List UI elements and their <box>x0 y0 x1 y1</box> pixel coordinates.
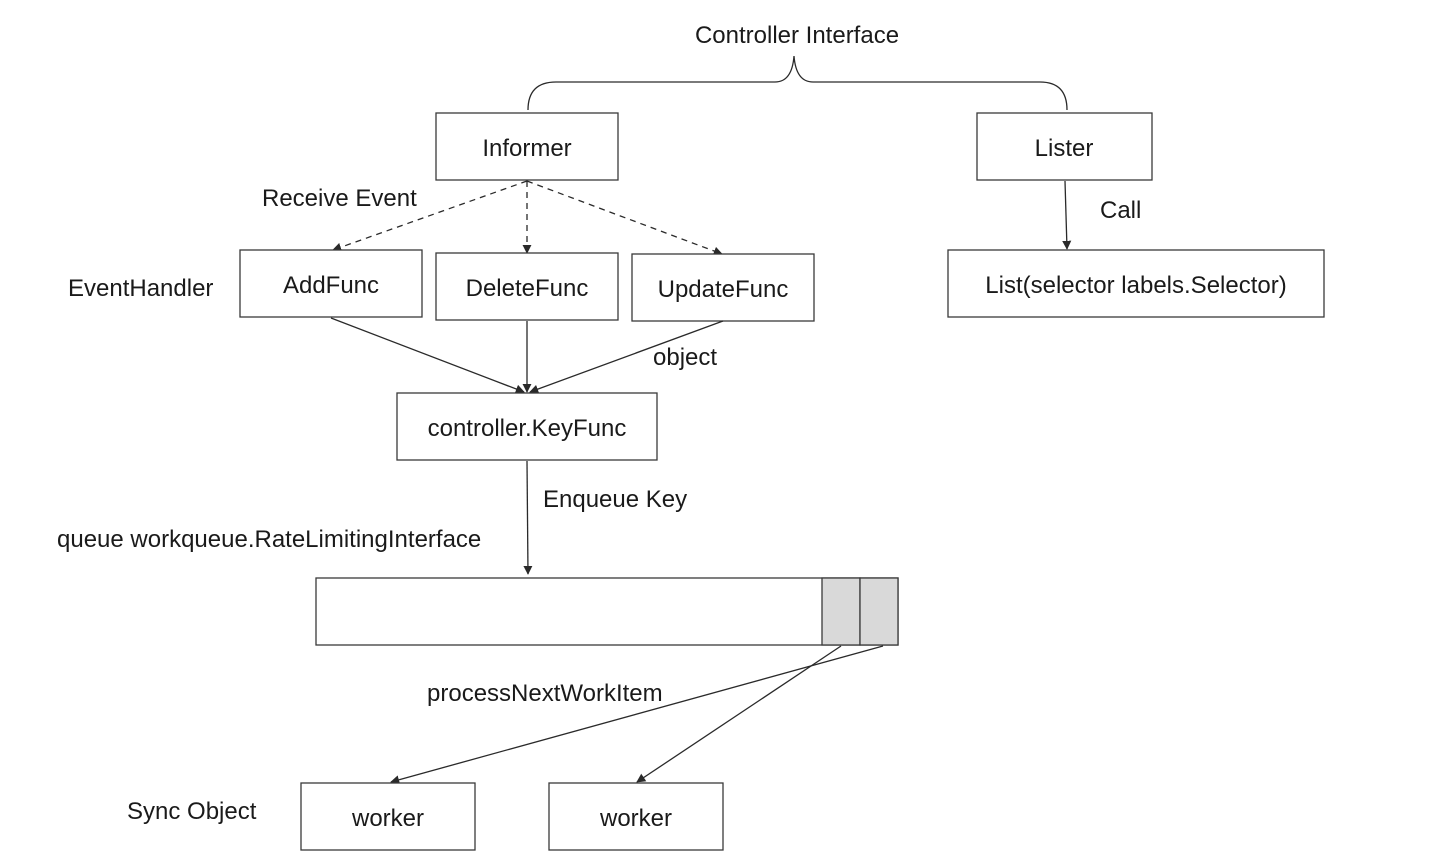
edge-queue-worker-1 <box>390 645 884 785</box>
edge-informer-addfunc <box>332 180 528 252</box>
informer-label: Informer <box>482 135 571 162</box>
queue-item-slot <box>821 577 861 646</box>
queue-item-slot <box>859 577 899 646</box>
updatefunc-node <box>631 253 815 322</box>
lister-label: Lister <box>1035 135 1094 162</box>
receive-event-label: Receive Event <box>262 185 417 212</box>
object-label: object <box>653 344 717 371</box>
worker-label: worker <box>351 805 424 832</box>
addfunc-node <box>239 249 423 318</box>
worker-label: worker <box>599 805 672 832</box>
edge-queue-worker-2 <box>636 645 842 783</box>
list-call-label: List(selector labels.Selector) <box>985 272 1286 299</box>
process-next-work-item-label: processNextWorkItem <box>427 680 663 707</box>
lister-node <box>976 112 1153 181</box>
edge-lister-list <box>1062 180 1072 250</box>
interface-brace <box>527 55 1068 111</box>
workqueue-bar <box>315 577 899 646</box>
deletefunc-label: DeleteFunc <box>466 275 589 302</box>
edge-keyfunc-queue <box>523 460 533 575</box>
controller-interface-label: Controller Interface <box>695 22 899 49</box>
edge-addfunc-keyfunc <box>330 317 525 394</box>
deletefunc-node <box>435 252 619 321</box>
enqueue-key-label: Enqueue Key <box>543 486 687 513</box>
event-handler-label: EventHandler <box>68 275 213 302</box>
list-call-node <box>947 249 1325 318</box>
keyfunc-node <box>396 392 658 461</box>
keyfunc-label: controller.KeyFunc <box>428 415 627 442</box>
call-label: Call <box>1100 197 1141 224</box>
queue-label: queue workqueue.RateLimitingInterface <box>57 526 481 553</box>
addfunc-label: AddFunc <box>283 272 379 299</box>
worker-node <box>300 782 476 851</box>
sync-object-label: Sync Object <box>127 798 257 825</box>
informer-node <box>435 112 619 181</box>
edge-informer-updatefunc <box>526 180 723 256</box>
edge-updatefunc-keyfunc <box>529 320 724 394</box>
updatefunc-label: UpdateFunc <box>658 276 789 303</box>
worker-node <box>548 782 724 851</box>
